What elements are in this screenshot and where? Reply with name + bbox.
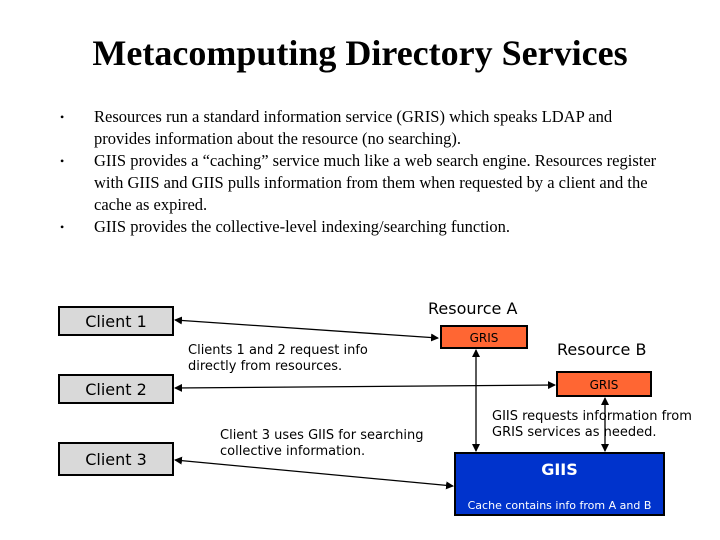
bullet-text: GIIS provides a “caching” service much l… xyxy=(94,151,657,214)
bullet-icon: • xyxy=(60,220,65,234)
bullet-icon: • xyxy=(60,154,65,168)
note-client3-giis: Client 3 uses GIIS for searching collect… xyxy=(220,428,424,459)
bullet-list: • Resources run a standard information se… xyxy=(60,106,670,238)
gris-b-box: GRIS xyxy=(556,371,652,397)
bullet-text: GIIS provides the collective-level index… xyxy=(94,217,511,236)
client-2-box: Client 2 xyxy=(58,374,174,404)
note-giis-requests: GIIS requests information from GRIS serv… xyxy=(492,409,692,440)
gris-b-label: GRIS xyxy=(589,378,619,392)
note-direct-requests: Clients 1 and 2 request info directly fr… xyxy=(188,343,368,374)
client2-resource-b-arrow xyxy=(174,381,556,392)
gris-a-box: GRIS xyxy=(440,325,528,349)
client-3-box: Client 3 xyxy=(58,442,174,476)
bullet-icon: • xyxy=(60,110,65,124)
client-2-label: Client 2 xyxy=(85,380,147,399)
bullet-item: • GIIS provides the collective-level inde… xyxy=(60,216,670,238)
resource-b-label: Resource B xyxy=(557,340,647,359)
client1-resource-a-arrow xyxy=(174,316,439,342)
giis-box: GIIS Cache contains info from A and B xyxy=(454,452,665,516)
bullet-item: • GIIS provides a “caching” service much … xyxy=(60,150,670,216)
giis-label: GIIS xyxy=(541,460,578,479)
giis-caption: Cache contains info from A and B xyxy=(467,499,652,512)
resource-a-label: Resource A xyxy=(428,299,518,318)
client-1-box: Client 1 xyxy=(58,306,174,336)
client-1-label: Client 1 xyxy=(85,312,147,331)
gris-a-label: GRIS xyxy=(469,331,499,345)
client3-giis-arrow xyxy=(174,456,454,490)
bullet-text: Resources run a standard information ser… xyxy=(94,107,613,148)
slide-title: Metacomputing Directory Services xyxy=(92,33,628,73)
client-3-label: Client 3 xyxy=(85,450,147,469)
bullet-item: • Resources run a standard information se… xyxy=(60,106,670,150)
